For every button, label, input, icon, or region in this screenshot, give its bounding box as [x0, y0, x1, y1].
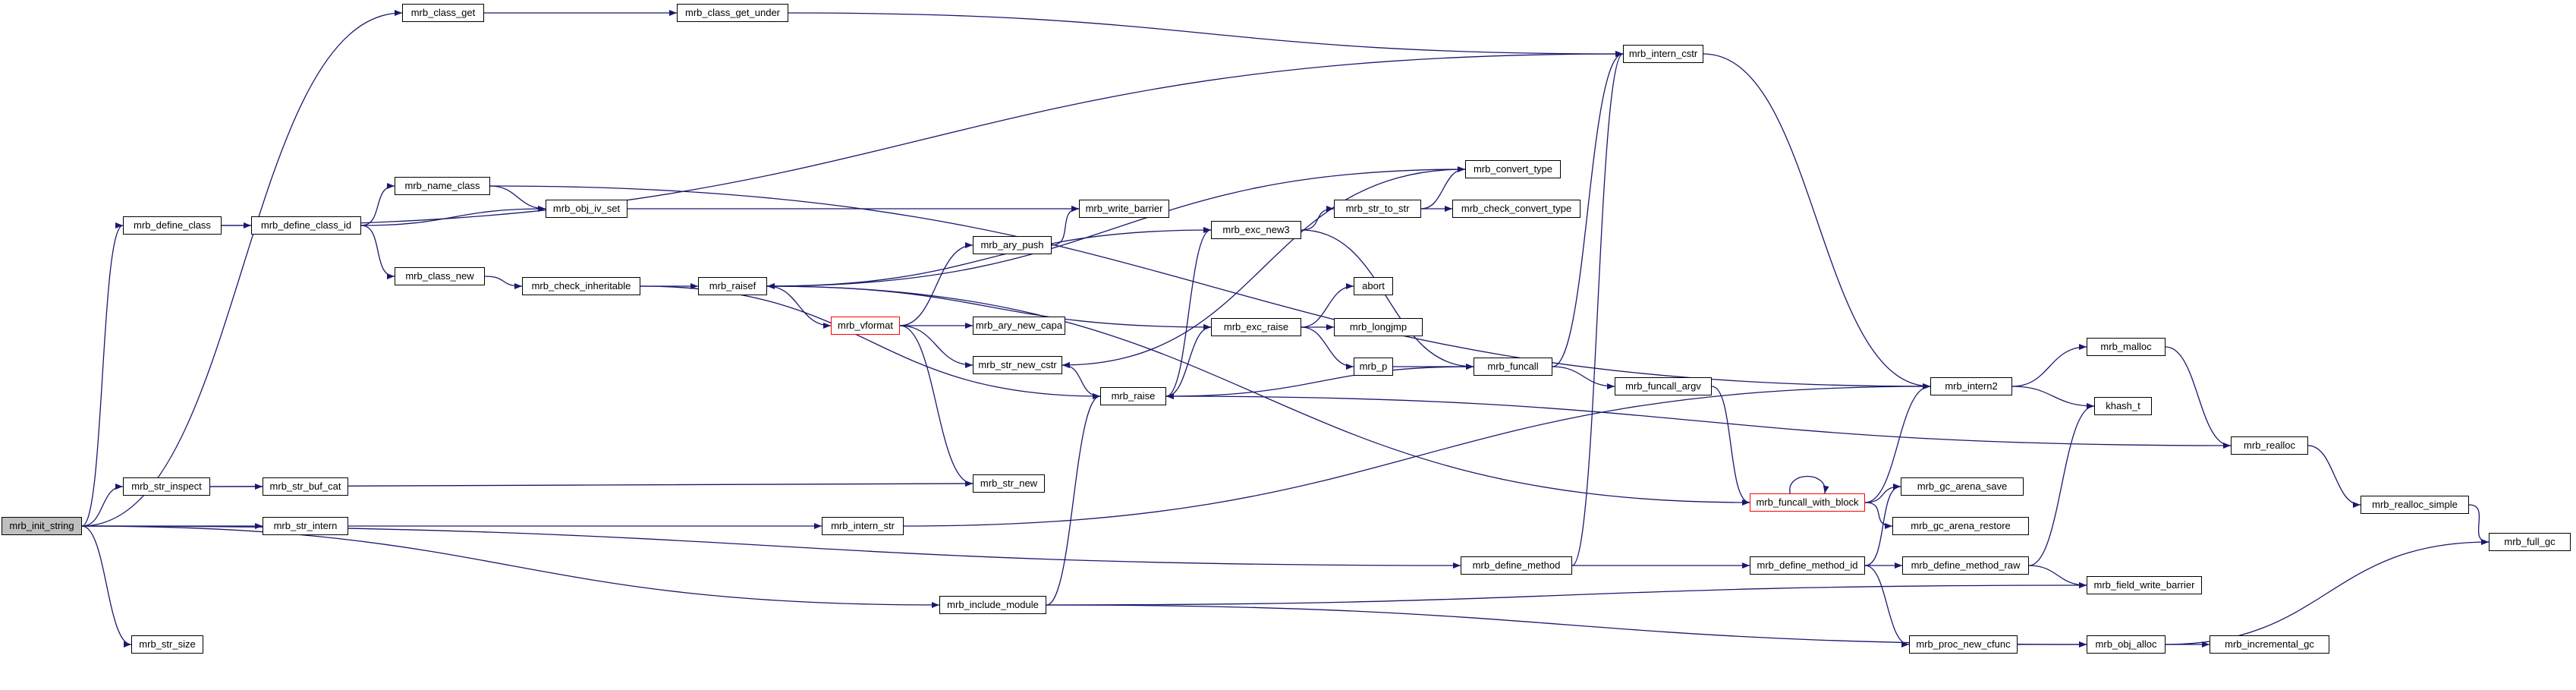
edge-mrb-class-get-under-to-mrb-intern-cstr — [788, 12, 1624, 57]
edge-mrb-convert-type-to-mrb-raisef — [766, 169, 1466, 289]
node-mrb-class-get-under[interactable]: mrb_class_get_under — [677, 4, 788, 22]
node-mrb-str-size[interactable]: mrb_str_size — [131, 635, 203, 654]
node-mrb-str-new[interactable]: mrb_str_new — [973, 474, 1045, 493]
node-mrb-longjmp[interactable]: mrb_longjmp — [1334, 318, 1423, 336]
node-mrb-class-get[interactable]: mrb_class_get — [402, 4, 484, 22]
node-mrb-realloc-simple[interactable]: mrb_realloc_simple — [2361, 496, 2469, 514]
edge-mrb-obj-alloc-to-mrb-full-gc — [2165, 539, 2490, 645]
edge-mrb-define-class-id-to-mrb-class-new — [360, 225, 395, 279]
edge-mrb-init-string-to-mrb-include-module — [81, 525, 940, 608]
edge-mrb-funcall-to-mrb-funcall-argv — [1552, 366, 1615, 389]
edge-mrb-intern2-to-khash-t — [2011, 386, 2095, 409]
node-mrb-intern2[interactable]: mrb_intern2 — [1930, 377, 2012, 395]
node-mrb-gc-arena-save[interactable]: mrb_gc_arena_save — [1901, 477, 2024, 496]
node-mrb-exc-new3[interactable]: mrb_exc_new3 — [1211, 221, 1301, 239]
edge-mrb-funcall-to-mrb-raise — [1165, 366, 1474, 399]
node-mrb-obj-iv-set[interactable]: mrb_obj_iv_set — [546, 200, 627, 218]
edge-mrb-include-module-to-mrb-raise — [1046, 393, 1101, 606]
node-mrb-include-module[interactable]: mrb_include_module — [939, 596, 1046, 614]
edge-mrb-define-method-id-to-mrb-proc-new-cfunc — [1864, 565, 1910, 647]
edge-mrb-exc-new3-to-mrb-str-to-str — [1301, 206, 1335, 231]
edge-mrb-include-module-to-mrb-field-write-barrier — [1046, 582, 2087, 606]
node-mrb-intern-cstr[interactable]: mrb_intern_cstr — [1623, 45, 1703, 63]
node-mrb-name-class[interactable]: mrb_name_class — [395, 177, 490, 195]
edge-mrb-realloc-simple-to-mrb-full-gc — [2468, 504, 2490, 545]
edge-mrb-define-method-raw-to-khash-t — [2028, 403, 2095, 566]
edge-mrb-define-class-id-to-mrb-obj-iv-set — [360, 206, 546, 226]
edge-mrb-intern2-to-mrb-malloc — [2011, 344, 2087, 387]
node-mrb-exc-raise[interactable]: mrb_exc_raise — [1211, 318, 1301, 336]
node-mrb-incremental-gc[interactable]: mrb_incremental_gc — [2210, 635, 2329, 654]
edge-mrb-funcall-argv-to-mrb-funcall-with-block — [1711, 386, 1750, 506]
edge-mrb-vformat-to-mrb-ary-push — [899, 242, 973, 326]
node-mrb-define-class-id[interactable]: mrb_define_class_id — [251, 216, 361, 235]
edge-mrb-raise-to-mrb-exc-new3 — [1165, 227, 1212, 397]
node-mrb-str-intern[interactable]: mrb_str_intern — [263, 517, 348, 535]
node-mrb-check-convert-type[interactable]: mrb_check_convert_type — [1452, 200, 1581, 218]
edge-mrb-init-string-to-mrb-str-inspect — [81, 484, 124, 527]
node-mrb-str-buf-cat[interactable]: mrb_str_buf_cat — [263, 477, 348, 496]
node-mrb-str-new-cstr[interactable]: mrb_str_new_cstr — [973, 356, 1062, 374]
edge-mrb-class-new-to-mrb-check-inheritable — [484, 276, 523, 289]
node-mrb-str-to-str[interactable]: mrb_str_to_str — [1334, 200, 1421, 218]
edge-mrb-init-string-to-mrb-str-size — [81, 525, 132, 647]
edge-mrb-exc-new3-to-mrb-funcall — [1301, 229, 1474, 370]
edge-mrb-name-class-to-mrb-obj-iv-set — [489, 185, 546, 212]
node-mrb-write-barrier[interactable]: mrb_write_barrier — [1079, 200, 1169, 218]
node-mrb-raise[interactable]: mrb_raise — [1100, 387, 1166, 405]
node-mrb-funcall-argv[interactable]: mrb_funcall_argv — [1615, 377, 1712, 395]
edge-mrb-raise-to-mrb-str-new-cstr — [1062, 362, 1101, 397]
edge-mrb-funcall-with-block-to-mrb-gc-arena-restore — [1864, 502, 1893, 529]
node-mrb-init-string: mrb_init_string — [2, 517, 82, 535]
node-mrb-vformat[interactable]: mrb_vformat — [831, 317, 900, 335]
node-mrb-raisef[interactable]: mrb_raisef — [698, 277, 767, 295]
edge-mrb-define-method-raw-to-mrb-field-write-barrier — [2028, 565, 2087, 588]
node-mrb-gc-arena-restore[interactable]: mrb_gc_arena_restore — [1892, 517, 2029, 535]
node-mrb-proc-new-cfunc[interactable]: mrb_proc_new_cfunc — [1909, 635, 2018, 654]
edge-mrb-vformat-to-mrb-str-new-cstr — [899, 325, 973, 368]
node-mrb-class-new[interactable]: mrb_class_new — [395, 267, 485, 285]
edge-mrb-realloc-to-mrb-raise — [1165, 393, 2232, 446]
node-mrb-str-inspect[interactable]: mrb_str_inspect — [123, 477, 210, 496]
node-mrb-field-write-barrier[interactable]: mrb_field_write_barrier — [2087, 576, 2202, 594]
node-mrb-check-inheritable[interactable]: mrb_check_inheritable — [522, 277, 640, 295]
node-mrb-malloc[interactable]: mrb_malloc — [2087, 338, 2166, 356]
edge-mrb-define-class-id-to-mrb-name-class — [360, 183, 395, 226]
edge-mrb-vformat-to-mrb-str-new — [899, 325, 973, 487]
node-abort[interactable]: abort — [1354, 277, 1393, 295]
node-mrb-define-method-raw[interactable]: mrb_define_method_raw — [1902, 556, 2029, 575]
node-mrb-ary-new-capa[interactable]: mrb_ary_new_capa — [973, 317, 1065, 335]
edge-mrb-init-string-to-mrb-class-get — [81, 10, 403, 527]
node-mrb-intern-str[interactable]: mrb_intern_str — [822, 517, 904, 535]
edge-mrb-define-method-to-mrb-intern-cstr — [1571, 51, 1624, 566]
node-mrb-define-method[interactable]: mrb_define_method — [1461, 556, 1572, 575]
node-mrb-funcall[interactable]: mrb_funcall — [1474, 358, 1552, 376]
edge-mrb-check-inheritable-to-mrb-raise — [640, 285, 1101, 399]
node-mrb-full-gc[interactable]: mrb_full_gc — [2489, 533, 2571, 551]
edge-mrb-init-string-to-mrb-define-class — [81, 222, 124, 527]
edge-mrb-intern-cstr-to-mrb-intern2 — [1703, 53, 1931, 389]
node-mrb-p[interactable]: mrb_p — [1354, 358, 1393, 376]
edge-mrb-ary-push-to-mrb-write-barrier — [1051, 206, 1080, 246]
edge-mrb-malloc-to-mrb-realloc — [2165, 346, 2232, 449]
edge-mrb-funcall-with-block-to-mrb-gc-arena-save — [1864, 484, 1901, 503]
node-mrb-ary-push[interactable]: mrb_ary_push — [973, 236, 1052, 254]
edge-mrb-raise-to-mrb-exc-raise — [1165, 324, 1212, 397]
node-khash-t[interactable]: khash_t — [2094, 397, 2152, 415]
node-mrb-define-class[interactable]: mrb_define_class — [123, 216, 222, 235]
node-mrb-obj-alloc[interactable]: mrb_obj_alloc — [2087, 635, 2166, 654]
node-mrb-funcall-with-block[interactable]: mrb_funcall_with_block — [1750, 493, 1865, 512]
edge-mrb-realloc-to-mrb-realloc-simple — [2307, 445, 2361, 508]
edge-mrb-funcall-with-block-to-mrb-funcall-with-block — [1789, 476, 1829, 494]
node-mrb-define-method-id[interactable]: mrb_define_method_id — [1750, 556, 1865, 575]
node-mrb-realloc[interactable]: mrb_realloc — [2231, 436, 2308, 455]
edge-mrb-raisef-to-mrb-vformat — [766, 285, 832, 329]
node-mrb-convert-type[interactable]: mrb_convert_type — [1465, 160, 1561, 178]
